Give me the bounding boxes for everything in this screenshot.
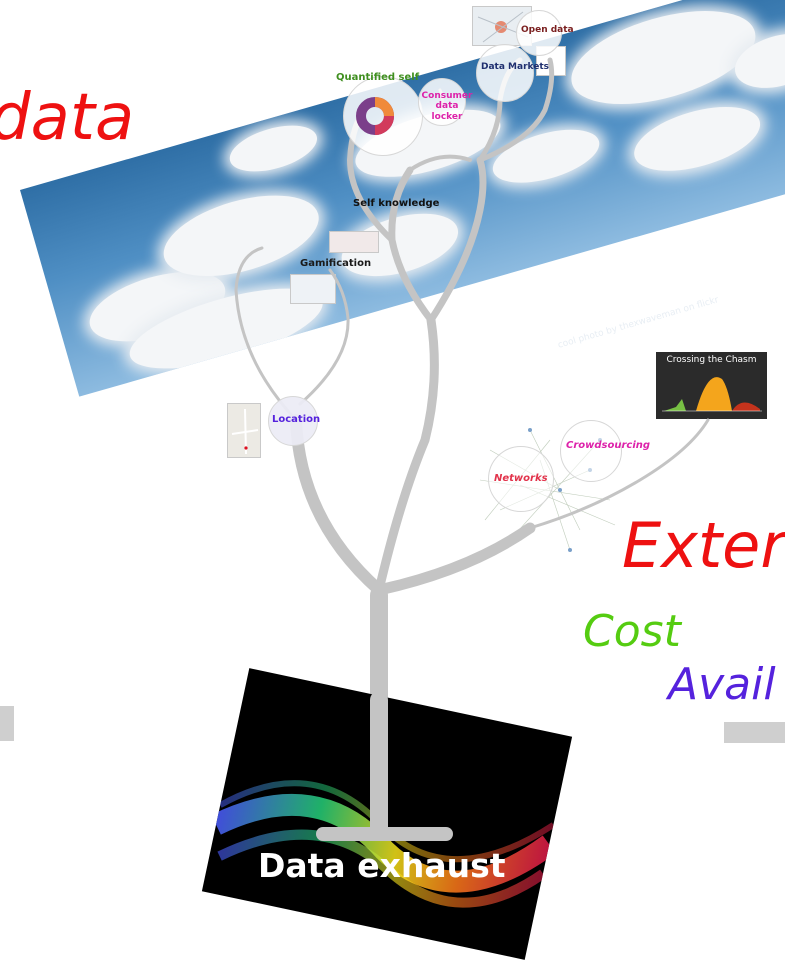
consumer-data-locker-circle	[418, 78, 466, 126]
adoption-curve-icon	[662, 377, 762, 412]
consumer-data-locker-label: Consumer data locker	[421, 91, 473, 122]
location-label: Location	[272, 414, 321, 425]
networks-circle	[488, 446, 554, 512]
chasm-title: Crossing the Chasm	[666, 355, 757, 365]
data-exhaust-label: Data exhaust	[258, 846, 506, 885]
data-markets-circle	[476, 44, 534, 102]
gamification-screenshot-image	[290, 274, 336, 304]
right-gray-bar	[724, 722, 785, 743]
crowdsourcing-label: Crowdsourcing	[566, 440, 651, 451]
data-markets-label: Data Markets	[481, 62, 550, 72]
self-knowledge-label: Self knowledge	[353, 198, 440, 209]
left-gray-bar	[0, 706, 14, 741]
networks-label: Networks	[494, 473, 548, 484]
crowdsourcing-circle	[560, 420, 622, 482]
open-data-circle	[516, 10, 562, 56]
gamification-image	[329, 231, 379, 253]
gamification-label: Gamification	[300, 258, 372, 269]
location-circle	[268, 396, 318, 446]
availability-heading: Avail	[668, 659, 776, 710]
crossing-the-chasm-image: Crossing the Chasm	[656, 352, 767, 419]
donut-chart-icon	[355, 96, 395, 141]
external-heading: Exter	[622, 509, 785, 582]
cost-heading: Cost	[583, 606, 681, 657]
open-data-label: Open data	[521, 25, 574, 35]
quantified-self-label: Quantified self	[336, 72, 420, 83]
location-map-image	[227, 403, 261, 458]
data-heading: data	[0, 81, 135, 155]
